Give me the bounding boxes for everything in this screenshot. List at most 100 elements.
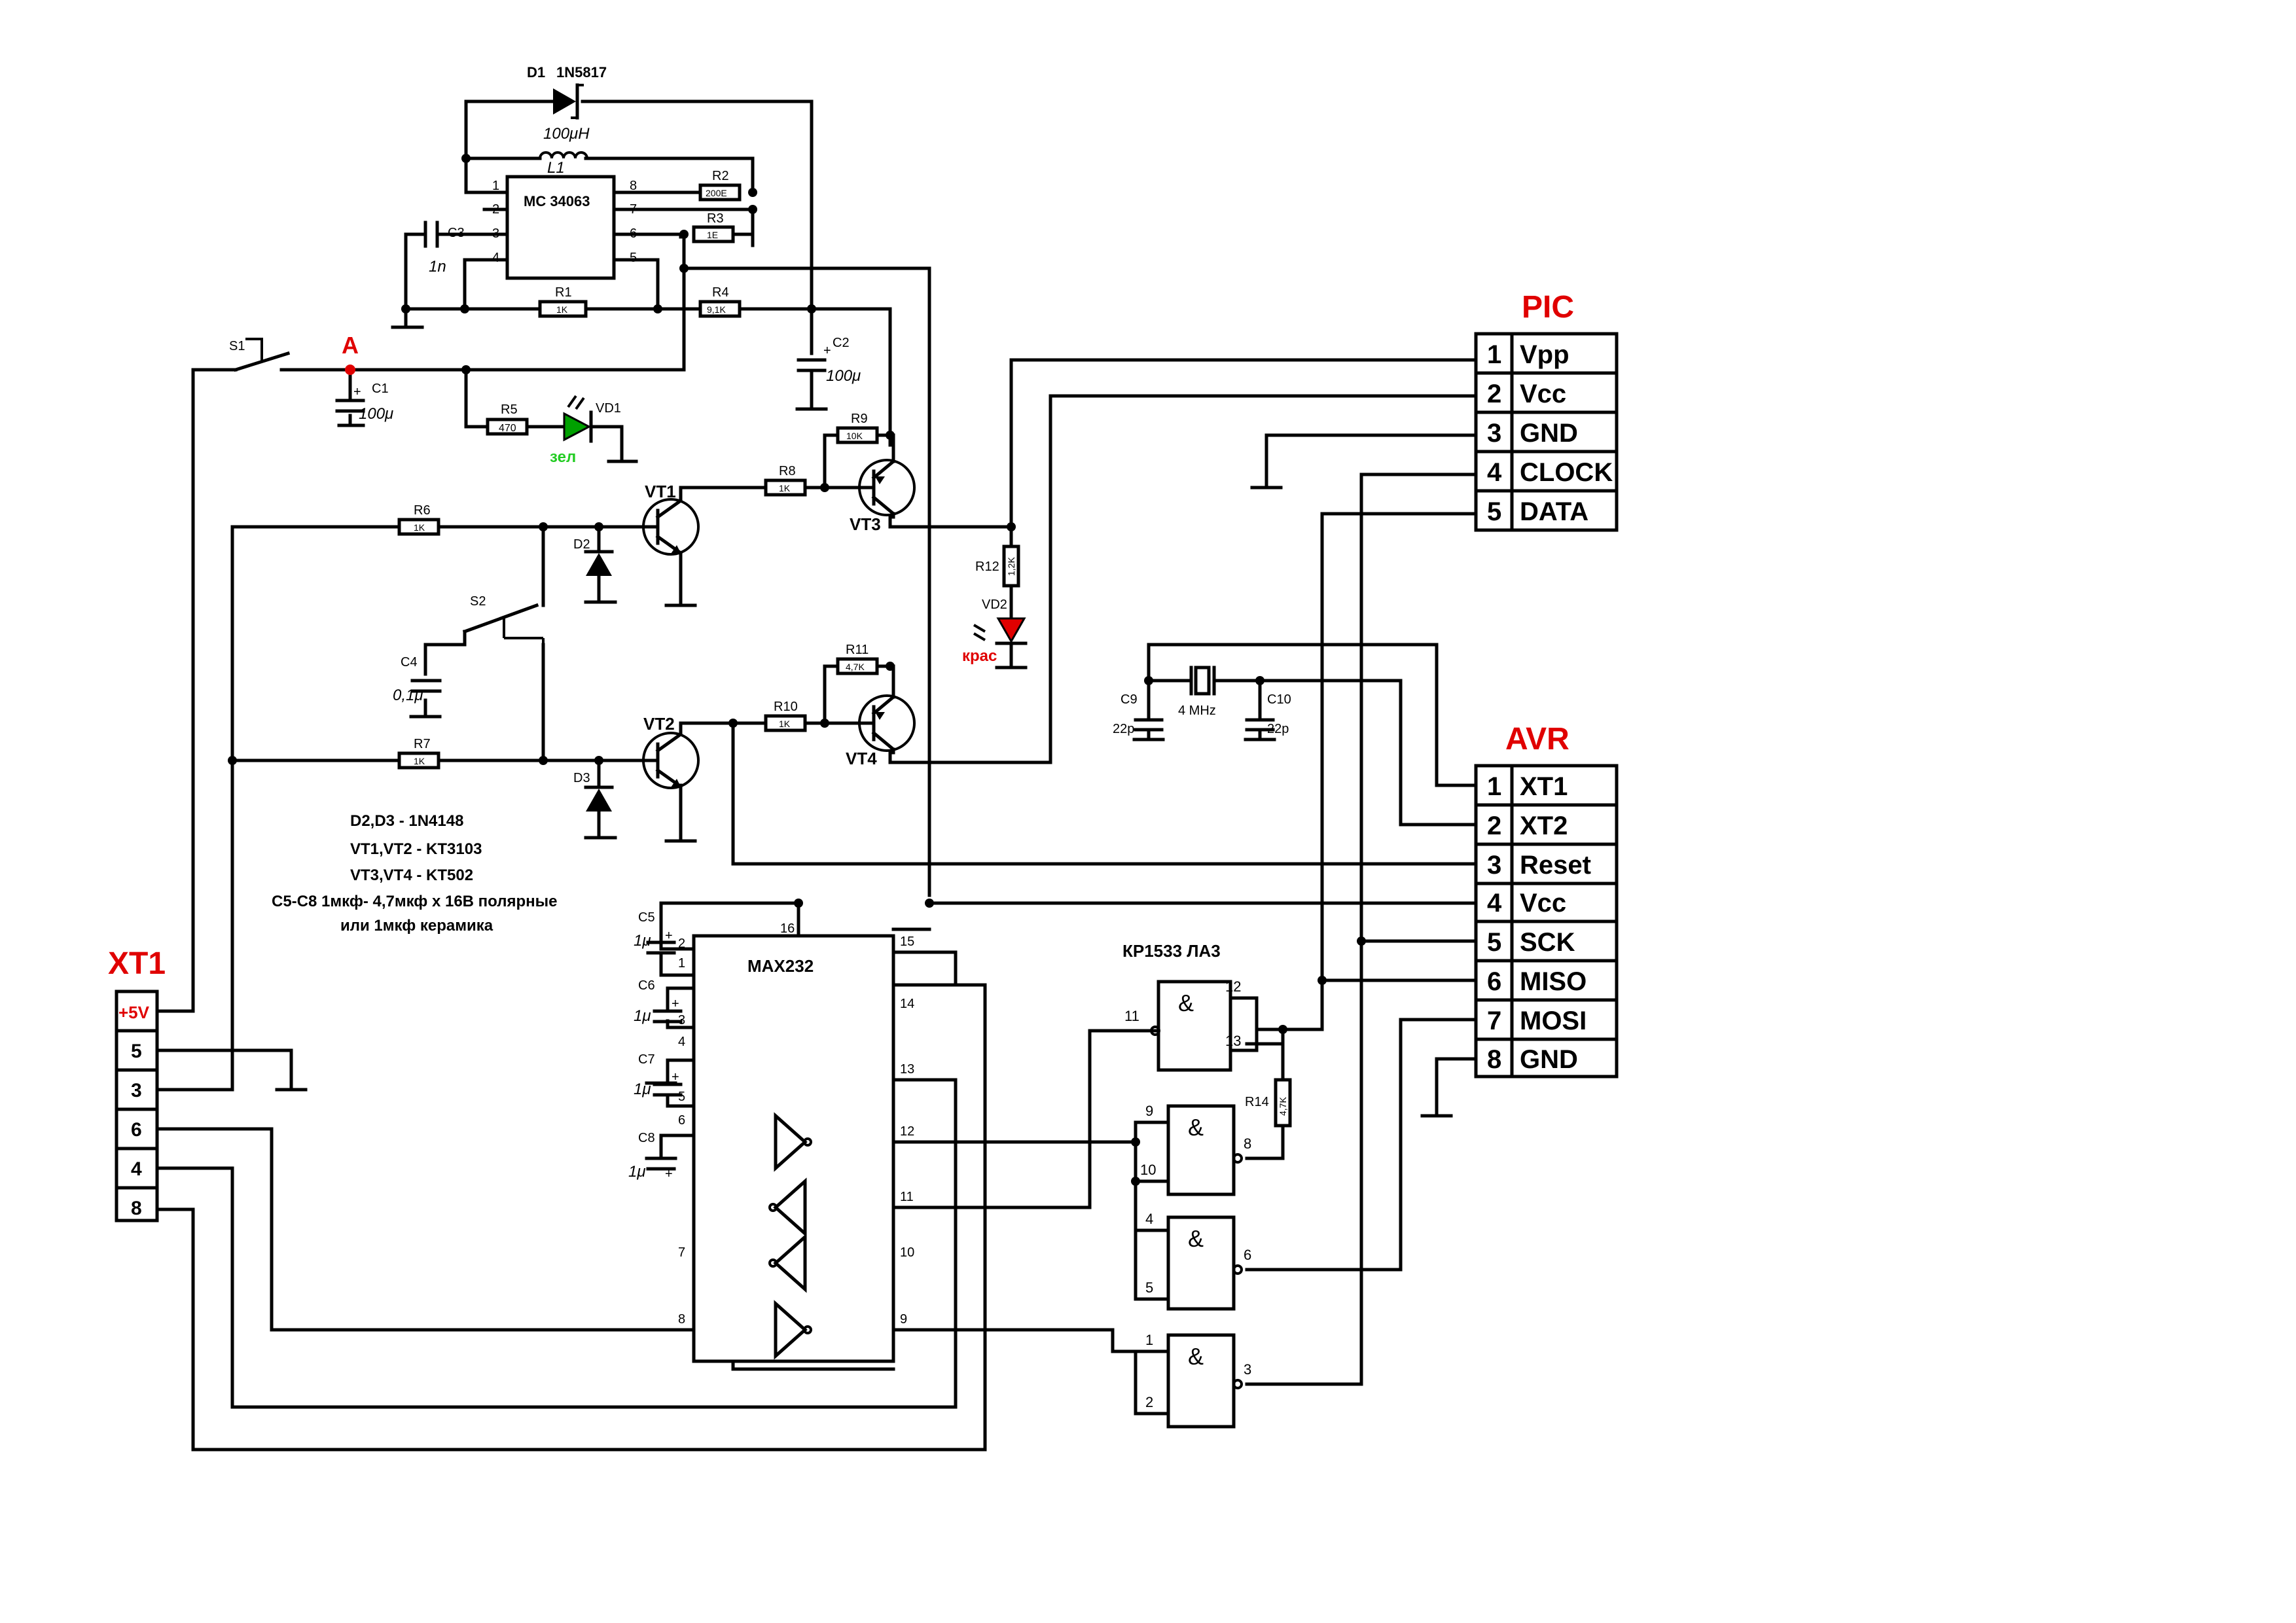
svg-text:13: 13	[900, 1062, 914, 1077]
svg-text:1E: 1E	[707, 230, 718, 240]
svg-text:14: 14	[900, 997, 914, 1011]
svg-text:1,2K: 1,2K	[1006, 557, 1016, 576]
svg-text:1: 1	[492, 179, 499, 193]
svg-text:зел: зел	[550, 448, 576, 466]
svg-text:Vpp: Vpp	[1520, 340, 1570, 369]
svg-text:&: &	[1188, 1225, 1204, 1252]
svg-text:4: 4	[1487, 458, 1502, 487]
svg-text:4: 4	[678, 1035, 685, 1049]
svg-text:12: 12	[1225, 978, 1241, 995]
svg-text:6: 6	[1487, 967, 1501, 996]
svg-text:6: 6	[630, 226, 637, 241]
svg-text:&: &	[1188, 1114, 1204, 1141]
xt1-connector: XT1 +5V 5 3 6 4 8	[108, 946, 166, 1222]
svg-text:L1: L1	[547, 159, 565, 177]
svg-text:C1: C1	[372, 382, 389, 396]
diode-d2: D2	[573, 537, 614, 588]
resistor-r2: R2 200E	[698, 169, 742, 202]
diode-d3: D3	[573, 771, 614, 823]
svg-text:R4: R4	[712, 285, 729, 300]
transistor-vt1: VT1	[642, 482, 700, 562]
note-line-2: VT1,VT2 - KT3103	[350, 840, 482, 858]
svg-text:R9: R9	[851, 412, 868, 426]
svg-text:1K: 1K	[414, 522, 425, 533]
svg-text:8: 8	[678, 1312, 685, 1327]
svg-text:XT2: XT2	[1520, 812, 1568, 840]
resistors: R2 200E R3 1E R1 1K R4 9,1K R5 470 R6 1K…	[397, 169, 1292, 1128]
svg-text:S2: S2	[470, 594, 486, 609]
la3-gates: КР1533 ЛА3 & 11 12 13 & 9 10 8 & 4 5 6 &…	[1122, 941, 1251, 1429]
svg-text:1μ: 1μ	[634, 1007, 651, 1025]
svg-text:C2: C2	[833, 336, 850, 350]
svg-text:Vcc: Vcc	[1520, 889, 1566, 918]
svg-text:9: 9	[900, 1312, 907, 1327]
svg-text:SCK: SCK	[1520, 928, 1575, 957]
svg-text:470: 470	[499, 423, 516, 434]
mc34063-chip: MC 34063 1 2 3 4 8 7 6 5	[492, 175, 637, 280]
svg-text:1μ: 1μ	[634, 1080, 651, 1098]
mc34063-label: MC 34063	[524, 193, 590, 209]
svg-text:8: 8	[1487, 1045, 1501, 1074]
svg-text:C5: C5	[638, 910, 655, 925]
svg-text:C9: C9	[1121, 692, 1138, 707]
svg-text:7: 7	[630, 202, 637, 217]
svg-text:Reset: Reset	[1520, 851, 1591, 880]
svg-text:11: 11	[900, 1190, 914, 1204]
svg-text:VD1: VD1	[596, 401, 621, 416]
svg-text:+: +	[353, 385, 361, 399]
svg-text:100μ: 100μ	[359, 405, 393, 423]
svg-text:5: 5	[1487, 928, 1501, 957]
svg-text:GND: GND	[1520, 1045, 1578, 1074]
capacitor-c3: C3 1n	[423, 221, 465, 276]
resistor-r1: R1 1K	[538, 285, 588, 318]
svg-text:0,1μ: 0,1μ	[393, 687, 423, 704]
svg-text:C3: C3	[448, 226, 465, 240]
svg-text:1: 1	[1145, 1332, 1153, 1348]
svg-text:3: 3	[492, 226, 499, 241]
svg-text:+: +	[665, 929, 673, 943]
svg-text:10: 10	[1140, 1162, 1156, 1178]
svg-text:4 MHz: 4 MHz	[1178, 704, 1216, 718]
switch-s1: S1	[229, 338, 316, 372]
diode-d1: D1 1N5817	[527, 64, 607, 120]
svg-text:12: 12	[900, 1124, 914, 1139]
svg-text:D1: D1	[527, 64, 545, 80]
svg-text:VT4: VT4	[846, 749, 877, 768]
capacitor-c5: C5 1μ +	[634, 910, 676, 955]
switch-s2: S2	[462, 594, 545, 645]
led-vd1: VD1 зел	[550, 395, 621, 466]
svg-text:22p: 22p	[1267, 722, 1289, 736]
svg-text:CLOCK: CLOCK	[1520, 458, 1613, 487]
svg-text:VD2: VD2	[982, 597, 1007, 612]
svg-text:C7: C7	[638, 1052, 655, 1067]
note-line-1: D2,D3 - 1N4148	[350, 812, 463, 830]
note-line-3: VT3,VT4 - KT502	[350, 866, 473, 884]
svg-text:3: 3	[1487, 419, 1501, 448]
svg-text:MISO: MISO	[1520, 967, 1587, 996]
svg-text:VT2: VT2	[643, 714, 675, 734]
svg-text:R1: R1	[555, 285, 572, 300]
svg-text:1K: 1K	[556, 304, 568, 315]
resistor-r5: R5 470	[486, 402, 529, 436]
svg-text:15: 15	[900, 935, 914, 949]
pic-connector: PIC 1 Vpp 2 Vcc 3 GND 4 CLOCK 5 DATA	[1474, 290, 1619, 532]
svg-text:9: 9	[1145, 1103, 1153, 1119]
svg-text:2: 2	[1487, 812, 1501, 840]
svg-text:VT1: VT1	[645, 482, 676, 501]
capacitor-c6: C6 1μ +	[634, 978, 683, 1025]
note-line-4: C5-C8 1мкф- 4,7мкф х 16В полярные	[272, 893, 557, 910]
note-line-5: или 1мкф керамика	[340, 917, 493, 935]
resistor-r8: R8 1K	[764, 464, 807, 497]
svg-text:1n: 1n	[429, 258, 446, 276]
point-a-label: A	[342, 332, 359, 359]
svg-text:S1: S1	[229, 339, 245, 353]
resistor-r11: R11 4,7K	[836, 643, 879, 675]
svg-text:GND: GND	[1520, 419, 1578, 448]
svg-text:4,7K: 4,7K	[1278, 1097, 1288, 1116]
svg-text:1: 1	[1487, 340, 1501, 369]
svg-text:6: 6	[131, 1119, 142, 1141]
svg-text:+: +	[672, 1070, 679, 1084]
svg-text:C8: C8	[638, 1131, 655, 1145]
pic-title: PIC	[1522, 290, 1574, 325]
max232-label: MAX232	[747, 956, 814, 976]
